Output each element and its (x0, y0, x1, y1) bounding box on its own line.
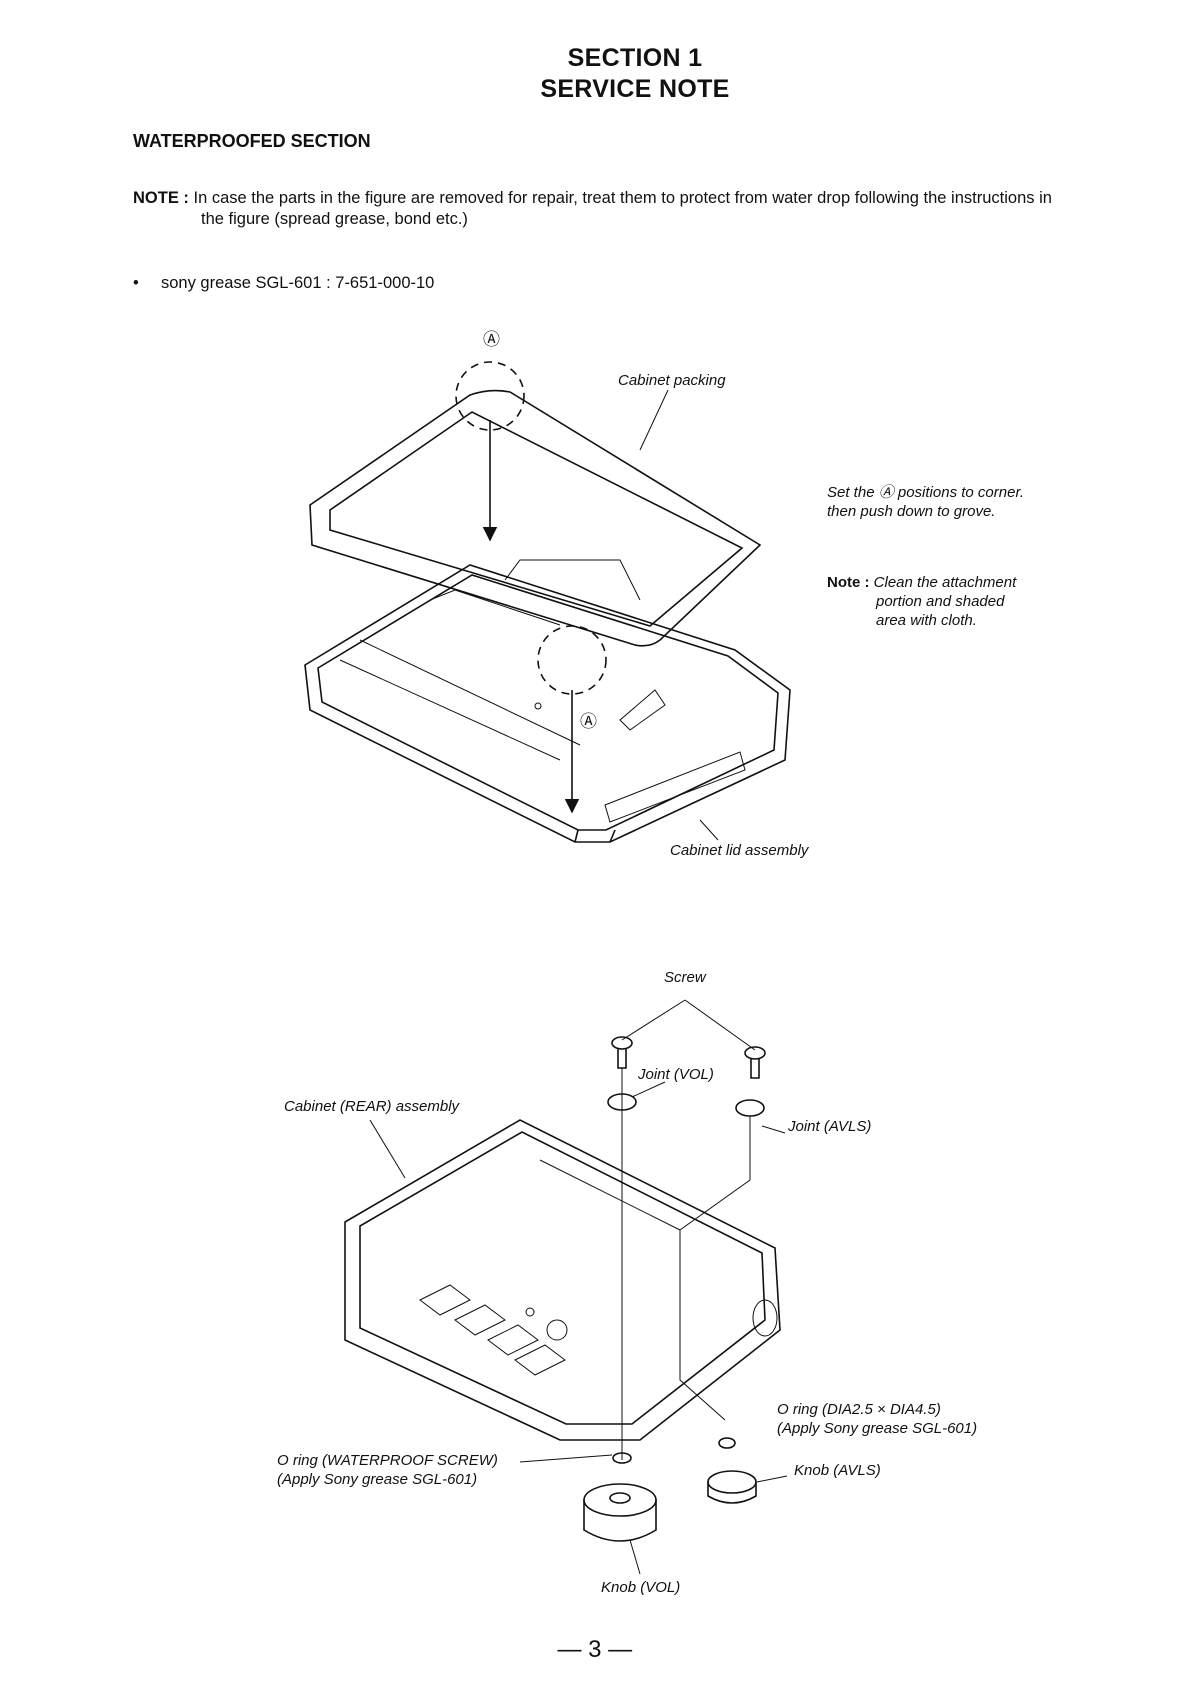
figure-note-label: Note : (827, 574, 870, 591)
figure-note-line1: Clean the attachment (873, 574, 1017, 591)
oring-vol-drawing (612, 1452, 632, 1464)
leader-cabinet-rear (369, 1119, 406, 1179)
label-oring-wp-line2: (Apply Sony grease SGL-601) (277, 1471, 478, 1488)
knob-vol-drawing (583, 1483, 657, 1542)
corner-callout-bottom (537, 625, 607, 695)
marker-a-top: Ⓐ (483, 330, 500, 349)
joint-avls-drawing (735, 1099, 765, 1117)
section-title: SECTION 1 (567, 44, 703, 72)
note-text-line1: In case the parts in the figure are remo… (193, 189, 1052, 207)
section-heading: WATERPROOFED SECTION (133, 131, 371, 151)
figure-note-line2: portion and shaded (876, 593, 1005, 610)
label-cabinet-rear: Cabinet (REAR) assembly (284, 1098, 460, 1115)
label-knob-avls: Knob (AVLS) (794, 1462, 881, 1479)
bullet-symbol: • (133, 274, 139, 292)
screw-left-drawing (611, 1036, 633, 1069)
instruction-line1: Set the Ⓐ positions to corner. (827, 484, 1025, 501)
label-joint-vol: Joint (VOL) (638, 1066, 714, 1083)
cabinet-rear-drawing (344, 1119, 781, 1441)
leader-oring-wp (519, 1454, 613, 1463)
note-paragraph: NOTE : In case the parts in the figure a… (133, 188, 1143, 230)
leader-cabinet-lid (699, 819, 719, 841)
oring-avls-drawing (718, 1437, 736, 1449)
label-oring-wp-line1: O ring (WATERPROOF SCREW) (277, 1452, 498, 1469)
label-joint-avls: Joint (AVLS) (788, 1118, 872, 1135)
cabinet-packing-drawing (309, 389, 762, 647)
screw-right-drawing (744, 1046, 766, 1079)
bullet-text: sony grease SGL-601 : 7-651-000-10 (161, 274, 435, 292)
figure-note-line3: area with cloth. (876, 612, 977, 629)
section-subtitle: SERVICE NOTE (540, 75, 730, 103)
leader-knob-vol (629, 1539, 641, 1575)
label-cabinet-packing: Cabinet packing (618, 372, 726, 389)
figure-note: Note : Clean the attachment (827, 573, 1016, 592)
cabinet-lid-drawing (304, 559, 791, 843)
page-number: — 3 — (557, 1636, 633, 1663)
label-screw: Screw (664, 969, 706, 986)
leader-joint-vol (631, 1081, 666, 1098)
note-text-line2: the figure (spread grease, bond etc.) (201, 210, 468, 228)
bullet-item: • sony grease SGL-601 : 7-651-000-10 (133, 274, 434, 293)
leader-screw (621, 999, 756, 1051)
label-oring-dia-line1: O ring (DIA2.5 × DIA4.5) (777, 1401, 941, 1418)
marker-a-bottom: Ⓐ (580, 712, 597, 731)
label-oring-dia-line2: (Apply Sony grease SGL-601) (777, 1420, 978, 1437)
instruction-line2: then push down to grove. (827, 503, 996, 520)
leader-cabinet-packing (639, 389, 669, 451)
axis-avls (679, 1116, 751, 1421)
note-label: NOTE : (133, 189, 189, 207)
leader-joint-avls (761, 1125, 786, 1134)
leader-knob-avls (756, 1475, 788, 1483)
knob-avls-drawing (707, 1470, 757, 1504)
label-cabinet-lid: Cabinet lid assembly (670, 842, 809, 859)
corner-callout-top (455, 361, 525, 431)
label-knob-vol: Knob (VOL) (601, 1579, 681, 1596)
